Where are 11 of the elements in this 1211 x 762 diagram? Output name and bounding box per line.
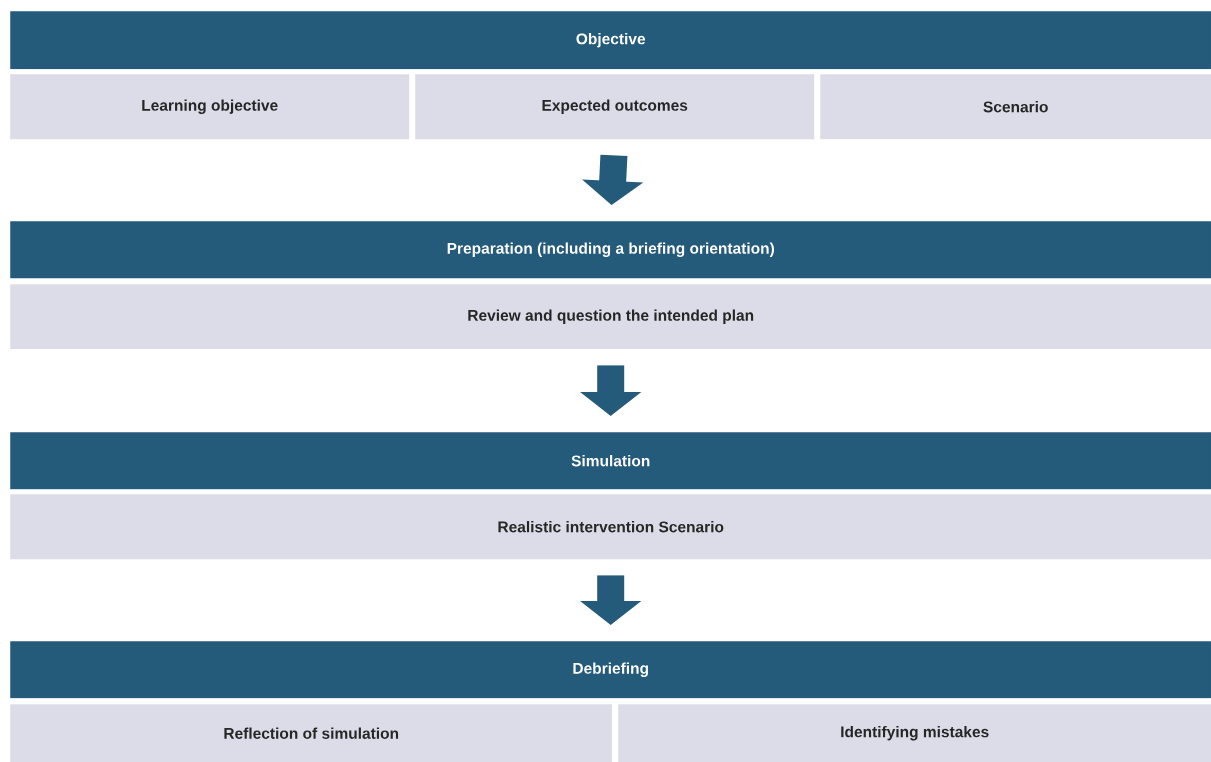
content-cell: Expected outcomes — [415, 74, 815, 140]
content-cell: Identifying mistakes — [618, 704, 1211, 762]
content-cell: Scenario — [820, 74, 1211, 140]
content-cell: Realistic intervention Scenario — [10, 494, 1211, 560]
content-cell: Learning objective — [10, 74, 410, 140]
section-header: Objective — [10, 11, 1211, 70]
section-header: Simulation — [10, 432, 1211, 490]
section-header: Preparation (including a briefing orientation) — [10, 221, 1211, 279]
section-header: Debriefing — [10, 641, 1211, 699]
content-cell: Review and question the intended plan — [10, 284, 1211, 350]
content-cell: Reflection of simulation — [10, 704, 613, 762]
